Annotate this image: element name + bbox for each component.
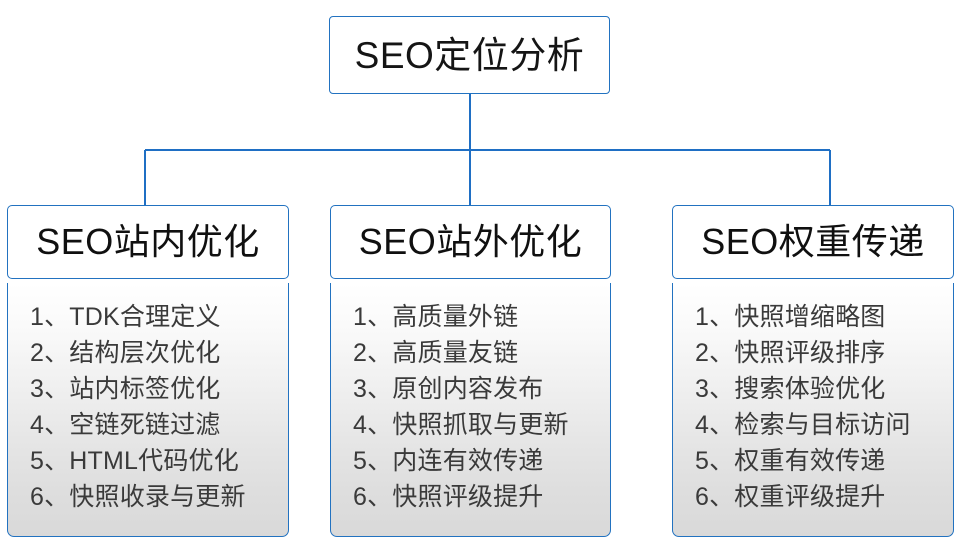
root-node-label: SEO定位分析 [354,34,585,76]
list-item: 1、TDK合理定义 [30,303,221,331]
list-item: 5、HTML代码优化 [30,447,239,475]
list-item: 6、权重评级提升 [695,483,886,511]
branch-title-2: SEO站外优化 [358,221,583,262]
list-item: 6、快照评级提升 [353,483,544,511]
list-item: 2、快照评级排序 [695,339,886,367]
list-item: 2、结构层次优化 [30,339,221,367]
list-item: 2、高质量友链 [353,339,519,367]
list-item: 3、站内标签优化 [30,375,221,403]
branch-list-3: 1、快照增缩略图 2、快照评级排序 3、搜索体验优化 4、检索与目标访问 5、权… [673,299,953,515]
branch-list-2: 1、高质量外链 2、高质量友链 3、原创内容发布 4、快照抓取与更新 5、内连有… [331,299,610,515]
list-item: 5、内连有效传递 [353,447,544,475]
branch-list-1: 1、TDK合理定义 2、结构层次优化 3、站内标签优化 4、空链死链过滤 5、H… [8,299,288,515]
branch-header-3[interactable]: SEO权重传递 [672,205,954,279]
branch-column-3: SEO权重传递 1、快照增缩略图 2、快照评级排序 3、搜索体验优化 4、检索与… [672,205,954,537]
list-item: 3、原创内容发布 [353,375,544,403]
branch-title-1: SEO站内优化 [36,221,260,262]
branch-body-3: 1、快照增缩略图 2、快照评级排序 3、搜索体验优化 4、检索与目标访问 5、权… [672,283,954,537]
list-item: 4、检索与目标访问 [695,411,911,439]
list-item: 4、快照抓取与更新 [353,411,569,439]
branch-body-1: 1、TDK合理定义 2、结构层次优化 3、站内标签优化 4、空链死链过滤 5、H… [7,283,289,537]
list-item: 5、权重有效传递 [695,447,886,475]
branch-column-2: SEO站外优化 1、高质量外链 2、高质量友链 3、原创内容发布 4、快照抓取与… [330,205,611,537]
list-item: 1、高质量外链 [353,303,519,331]
list-item: 3、搜索体验优化 [695,375,886,403]
list-item: 6、快照收录与更新 [30,483,246,511]
root-node[interactable]: SEO定位分析 [329,16,610,94]
list-item: 1、快照增缩略图 [695,303,886,331]
branch-body-2: 1、高质量外链 2、高质量友链 3、原创内容发布 4、快照抓取与更新 5、内连有… [330,283,611,537]
branch-header-2[interactable]: SEO站外优化 [330,205,611,279]
list-item: 4、空链死链过滤 [30,411,221,439]
branch-title-3: SEO权重传递 [701,221,925,262]
branch-column-1: SEO站内优化 1、TDK合理定义 2、结构层次优化 3、站内标签优化 4、空链… [7,205,289,537]
branch-header-1[interactable]: SEO站内优化 [7,205,289,279]
